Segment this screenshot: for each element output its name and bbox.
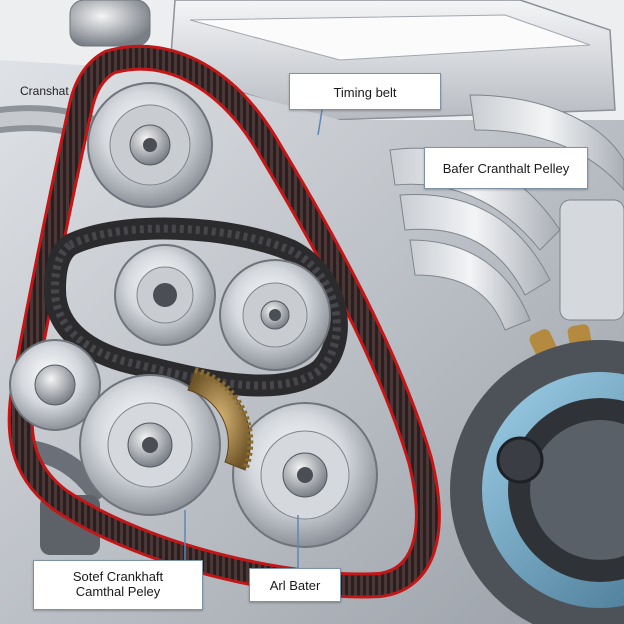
cylinder-head-ridge	[189, 14, 591, 61]
callout-bottom-left-line1: Sotef Crankhaft	[72, 569, 164, 584]
callout-bottom-center: Arl Bater	[249, 568, 341, 602]
callout-timing-belt: Timing belt	[289, 73, 441, 110]
gear-icon	[187, 367, 254, 472]
crankshaft-pulley	[79, 374, 221, 516]
right-idler-pulley	[219, 259, 331, 371]
callout-timing-belt-text: Timing belt	[333, 85, 397, 100]
compressor-housing	[450, 340, 624, 624]
callout-bottom-left: Sotef Crankhaft Camthal Peley	[33, 560, 203, 610]
leader-lines	[184, 109, 323, 568]
pulley-icon	[9, 82, 378, 548]
callout-bottom-center-text: Arl Bater	[269, 578, 321, 593]
left-accessory-pulley	[9, 339, 101, 431]
callout-right-pulley-text: Bafer Cranthalt Pelley	[442, 161, 570, 176]
oil-cap	[69, 0, 151, 47]
corner-label: Cranshat	[20, 84, 69, 98]
callout-right-pulley: Bafer Cranthalt Pelley	[424, 147, 588, 189]
upper-idler-pulley	[87, 82, 213, 208]
tensioner-pulley	[114, 244, 216, 346]
leader-timing-belt	[317, 109, 323, 136]
callout-bottom-left-line2: Camthal Peley	[75, 584, 161, 599]
throttle-body	[559, 199, 624, 321]
water-pump-pulley	[232, 402, 378, 548]
